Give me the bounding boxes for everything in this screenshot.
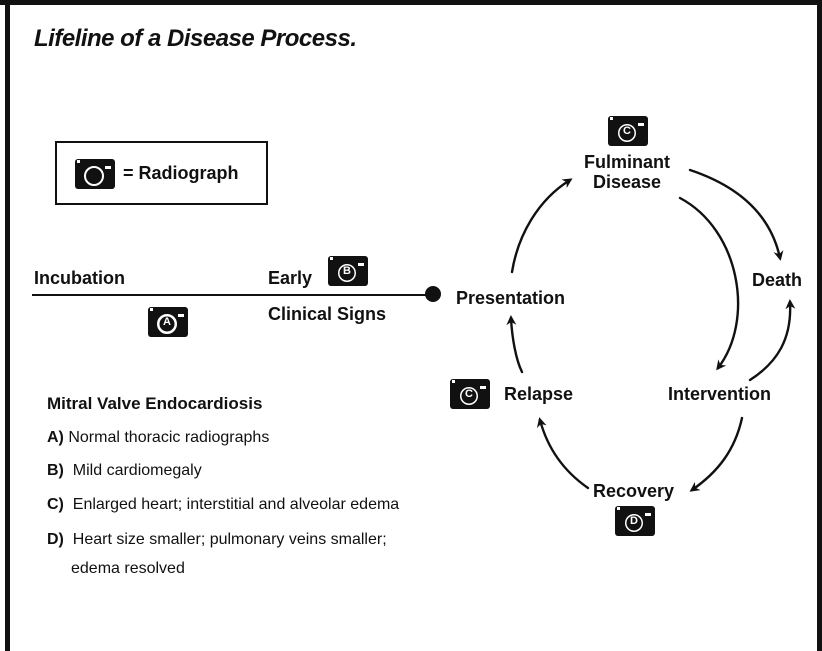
list-text-d: Heart size smaller; pulmonary veins smal… xyxy=(63,531,387,548)
list-key-a: A) xyxy=(47,429,64,446)
list-item-b: B) Mild cardiomegaly xyxy=(47,458,202,483)
arrow-recovery-to-relapse xyxy=(536,417,590,490)
list-item-d: D) Heart size smaller; pulmonary veins s… xyxy=(47,527,387,552)
camera-icon-c-relapse: C xyxy=(449,378,491,410)
list-key-c: C) xyxy=(47,496,64,513)
camera-letter-b: B xyxy=(343,265,351,277)
camera-icon-d: D xyxy=(614,505,656,537)
legend-box xyxy=(55,141,268,205)
label-fulminant-disease: Fulminant Disease xyxy=(572,152,682,193)
label-fulminant-line2: Disease xyxy=(592,171,662,192)
list-text-b: Mild cardiomegaly xyxy=(63,462,202,479)
camera-icon-a: A xyxy=(147,306,189,338)
list-heading: Mitral Valve Endocardiosis xyxy=(47,394,263,413)
camera-letter-c-relapse: C xyxy=(465,388,473,400)
list-key-d: D) xyxy=(47,531,64,548)
camera-icon xyxy=(75,159,115,189)
camera-letter-a: A xyxy=(163,316,171,328)
list-key-b: B) xyxy=(47,462,64,479)
label-incubation: Incubation xyxy=(34,268,125,288)
timeline-line xyxy=(32,294,430,296)
arrow-intervention-to-recovery xyxy=(689,416,744,492)
list-item-d-continuation: edema resolved xyxy=(71,560,185,577)
list-text-c: Enlarged heart; interstitial and alveola… xyxy=(63,496,400,513)
list-text-a: Normal thoracic radiographs xyxy=(63,429,270,446)
camera-icon-b: B xyxy=(327,255,369,287)
frame-right-border xyxy=(817,0,822,651)
arrow-presentation-to-fulminant xyxy=(510,178,573,274)
label-relapse: Relapse xyxy=(504,384,574,404)
frame-left-border xyxy=(5,0,10,651)
camera-letter-c-fulminant: C xyxy=(623,125,631,137)
camera-icon-c-fulminant: C xyxy=(607,115,649,147)
diagram-title: Lifeline of a Disease Process. xyxy=(34,25,357,52)
legend-label: = Radiograph xyxy=(123,163,239,183)
label-recovery: Recovery xyxy=(593,481,675,501)
label-presentation: Presentation xyxy=(456,288,566,308)
list-item-c: C) Enlarged heart; interstitial and alve… xyxy=(47,492,399,517)
arrow-intervention-to-death xyxy=(748,299,796,382)
label-early: Early xyxy=(268,268,313,288)
arrow-relapse-to-presentation xyxy=(506,315,524,374)
label-death: Death xyxy=(752,270,803,290)
label-intervention: Intervention xyxy=(668,384,772,404)
presentation-dot xyxy=(425,286,441,302)
label-clinical-signs: Clinical Signs xyxy=(268,304,387,324)
list-item-a: A) Normal thoracic radiographs xyxy=(47,425,269,450)
label-fulminant-line1: Fulminant xyxy=(584,152,670,172)
arrow-fulminant-to-death xyxy=(688,168,784,261)
arrow-fulminant-to-intervention xyxy=(678,196,740,371)
frame-top-border xyxy=(0,0,822,5)
camera-letter-d: D xyxy=(630,515,638,527)
